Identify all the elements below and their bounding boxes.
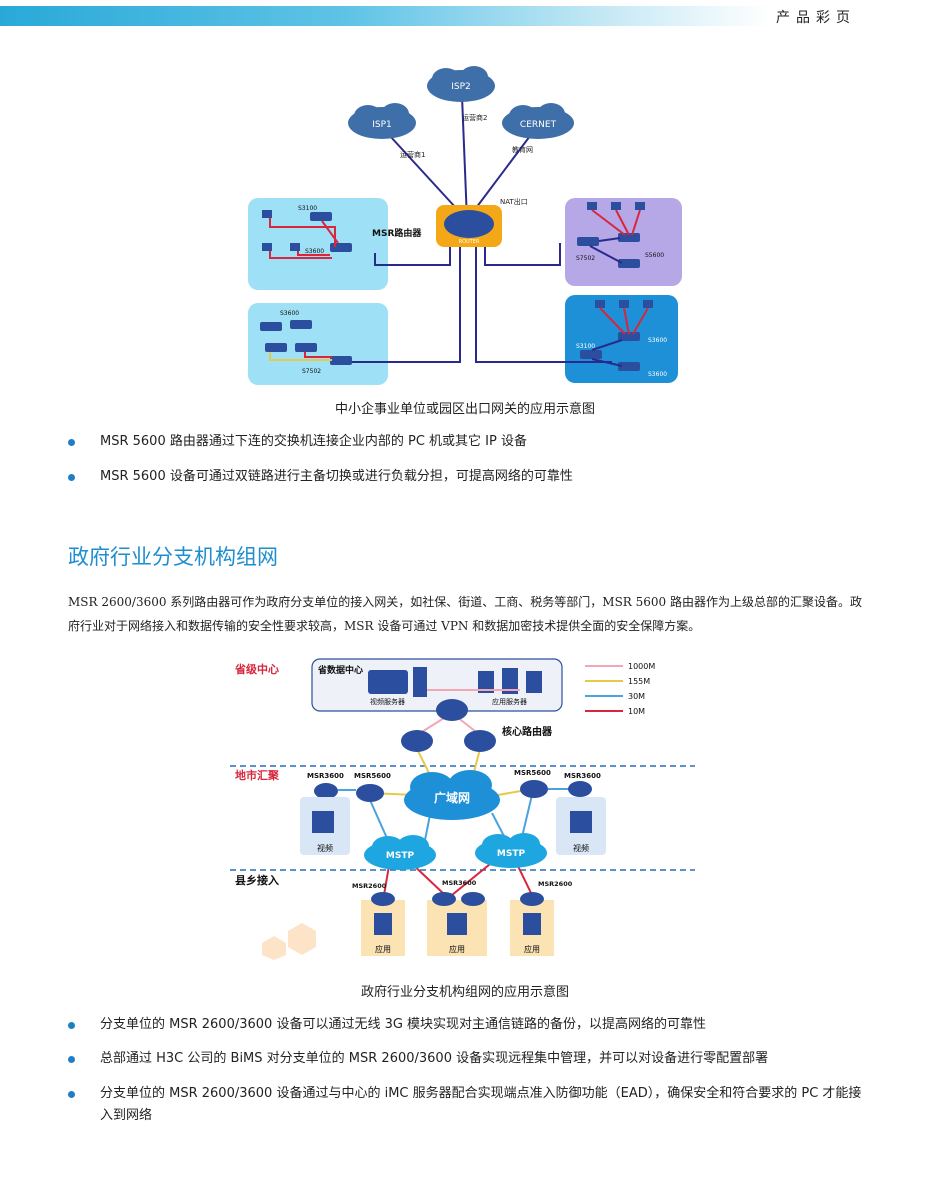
legend-label: 10M — [628, 707, 645, 716]
city-agg-label: 地市汇聚 — [235, 768, 280, 782]
nat-exit-label: NAT出口 — [500, 197, 528, 206]
data-center-label: 省数据中心 — [317, 664, 363, 676]
isp1-label: ISP1 — [372, 120, 392, 130]
mstp-cloud-right: MSTP — [475, 833, 547, 868]
s7502-a-label: S7502 — [302, 368, 321, 375]
bullet-dot-icon — [68, 1056, 75, 1063]
cernet-cloud: CERNET — [502, 103, 574, 139]
s7502-b-label: S7502 — [576, 255, 595, 262]
legend-label: 1000M — [628, 662, 655, 671]
msr3600-r-label: MSR3600 — [564, 772, 601, 780]
wan-cloud: 广域网 — [404, 770, 500, 820]
bullet-text: MSR 5600 路由器通过下连的交换机连接企业内部的 PC 机或其它 IP 设… — [100, 434, 527, 449]
gateway-network-diagram: ISP1 ISP2 CERNET 运营商1 运营商2 教育网 NAT出口 ROU… — [248, 66, 682, 385]
branch-panel-top-left — [248, 198, 388, 290]
video-r-label: 视频 — [573, 843, 589, 853]
bullet-dot-icon — [68, 474, 75, 481]
msr2600-l-label: MSR2600 — [352, 882, 387, 890]
bullet-text: 分支单位的 MSR 2600/3600 设备通过与中心的 iMC 服务器配合实现… — [100, 1086, 862, 1123]
page-header-title: 产品彩页 — [776, 10, 856, 26]
province-center-label: 省级中心 — [234, 662, 279, 676]
s3100-b-label: S3100 — [576, 343, 595, 350]
diagram1-caption: 中小企事业单位或园区出口网关的应用示意图 — [334, 402, 595, 417]
mstp-cloud-left: MSTP — [364, 835, 436, 870]
wan-label: 广域网 — [434, 790, 470, 805]
bullet-dot-icon — [68, 439, 75, 446]
legend: 1000M 155M 30M 10M — [585, 662, 655, 716]
s3600-d-label: S3600 — [648, 371, 667, 378]
isp2-label: ISP2 — [451, 82, 471, 92]
app-server-label: 应用服务器 — [492, 697, 527, 706]
s3600-b-label: S3600 — [280, 310, 299, 317]
core-router-left — [401, 730, 433, 752]
video-server-label: 视频服务器 — [370, 697, 405, 706]
isp1-cloud: ISP1 — [348, 103, 416, 139]
router-tag: ROUTER — [459, 239, 480, 245]
branch-panel-bottom-left — [248, 303, 388, 385]
core-router-center — [436, 699, 468, 721]
app1-label: 应用 — [375, 944, 391, 954]
msr-router-label: MSR路由器 — [372, 227, 422, 239]
mstp1-label: MSTP — [386, 851, 415, 861]
msr5600-l-label: MSR5600 — [354, 772, 391, 780]
app3-label: 应用 — [524, 944, 540, 954]
legend-label: 155M — [628, 677, 650, 686]
header-banner — [0, 6, 770, 26]
mstp2-label: MSTP — [497, 849, 526, 859]
core-router-right — [464, 730, 496, 752]
msr3600-m-label: MSR3600 — [442, 879, 477, 887]
county-access-label: 县乡接入 — [235, 873, 279, 887]
app2-label: 应用 — [449, 944, 465, 954]
bullet-text: 分支单位的 MSR 2600/3600 设备可以通过无线 3G 模块实现对主通信… — [100, 1017, 707, 1032]
video-l-label: 视频 — [317, 843, 333, 853]
bullet-text: 总部通过 H3C 公司的 BiMS 对分支单位的 MSR 2600/3600 设… — [100, 1051, 769, 1066]
s5600-label: S5600 — [645, 252, 664, 259]
cernet-label: CERNET — [520, 120, 557, 130]
msr3600-l-label: MSR3600 — [307, 772, 344, 780]
diagram2-caption: 政府行业分支机构组网的应用示意图 — [360, 985, 569, 1000]
operator2-label: 运营商2 — [462, 113, 487, 122]
education-net-label: 教育网 — [512, 145, 533, 154]
s3600-a-label: S3600 — [305, 248, 324, 255]
bullet-dot-icon — [68, 1022, 75, 1029]
msr2600-r-label: MSR2600 — [538, 880, 573, 888]
section-paragraph: MSR 2600/3600 系列路由器可作为政府分支单位的接入网关，如社保、街道… — [68, 595, 863, 633]
operator1-label: 运营商1 — [400, 150, 425, 159]
bullet-text: MSR 5600 设备可通过双链路进行主备切换或进行负载分担，可提高网络的可靠性 — [100, 469, 573, 484]
msr5600-r-label: MSR5600 — [514, 769, 551, 777]
isp2-cloud: ISP2 — [427, 66, 495, 102]
bullet-dot-icon — [68, 1091, 75, 1098]
government-network-diagram: 省级中心 地市汇聚 县乡接入 省数据中心 视频服务器 应用服务器 核心路由器 广… — [230, 658, 695, 960]
core-router-label: 核心路由器 — [502, 725, 553, 738]
s3100-a-label: S3100 — [298, 205, 317, 212]
router-icon — [444, 210, 494, 238]
legend-label: 30M — [628, 692, 645, 701]
s3600-c-label: S3600 — [648, 337, 667, 344]
section-title: 政府行业分支机构组网 — [68, 545, 278, 569]
